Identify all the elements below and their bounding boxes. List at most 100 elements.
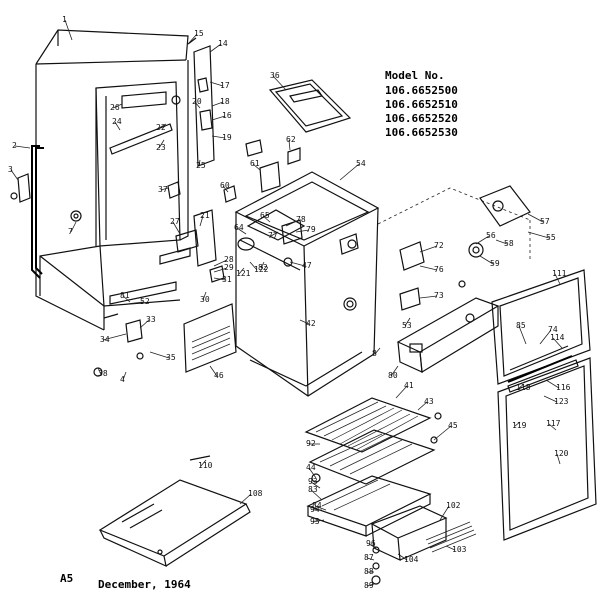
leader-line-80 xyxy=(390,365,399,377)
part-label-34: 34 xyxy=(100,335,110,344)
control-housing xyxy=(396,297,500,374)
part-label-20: 20 xyxy=(192,97,202,106)
part-label-95: 95 xyxy=(310,517,320,526)
part-label-62: 62 xyxy=(286,135,296,144)
leader-line-120 xyxy=(556,453,561,465)
cabinet-rails xyxy=(109,91,191,305)
leader-line-108 xyxy=(239,493,252,505)
part-label-119: 119 xyxy=(512,421,527,430)
leader-line-79 xyxy=(295,229,310,233)
part-label-102: 102 xyxy=(446,501,461,510)
part-label-120: 120 xyxy=(554,449,569,458)
part-label-93: 93 xyxy=(308,477,318,486)
drain-tube xyxy=(189,455,211,461)
part-label-2: 2 xyxy=(12,141,17,150)
part-label-30: 30 xyxy=(200,295,210,304)
leader-line-53 xyxy=(404,317,411,327)
small-fasteners xyxy=(311,412,442,585)
part-label-60: 60 xyxy=(220,181,230,190)
footer: A5 December, 1964 xyxy=(60,572,191,591)
leader-line-114 xyxy=(552,337,563,349)
coil-part xyxy=(425,521,477,553)
leader-line-123 xyxy=(543,395,558,403)
leader-line-116 xyxy=(545,379,560,389)
leader-line-81 xyxy=(122,295,131,303)
leader-line-73 xyxy=(419,295,438,299)
leader-line-38 xyxy=(97,367,102,375)
leader-line-29 xyxy=(213,267,228,273)
cabinet-shell xyxy=(35,29,189,331)
part-label-14: 14 xyxy=(218,39,228,48)
part-label-53: 53 xyxy=(402,321,412,330)
butter-compartment xyxy=(370,505,448,561)
part-label-59: 59 xyxy=(490,259,500,268)
part-label-16: 16 xyxy=(222,111,232,120)
part-label-94: 94 xyxy=(310,505,320,514)
part-label-38: 38 xyxy=(98,369,108,378)
part-label-15: 15 xyxy=(194,29,204,38)
part-label-31: 31 xyxy=(222,275,232,284)
leader-line-27 xyxy=(172,221,181,235)
part-label-103: 103 xyxy=(452,545,467,554)
leader-line-54 xyxy=(339,163,360,181)
part-label-36: 36 xyxy=(270,71,280,80)
top-cover xyxy=(268,79,352,133)
leader-line-37 xyxy=(160,187,169,191)
part-label-85: 85 xyxy=(516,321,526,330)
lower-grille xyxy=(183,303,237,373)
part-label-33: 33 xyxy=(146,315,156,324)
lower-hinge-bracket xyxy=(175,209,217,267)
part-label-27: 27 xyxy=(170,217,180,226)
part-label-7: 7 xyxy=(68,227,73,236)
leader-lines xyxy=(10,19,563,587)
part-label-92: 92 xyxy=(306,439,316,448)
leader-line-52 xyxy=(125,301,144,305)
model-heading: Model No. xyxy=(385,69,445,82)
leader-line-19 xyxy=(211,135,226,139)
leader-line-83 xyxy=(310,489,323,501)
part-label-80: 80 xyxy=(388,371,398,380)
leader-line-47 xyxy=(289,261,306,267)
part-label-73: 73 xyxy=(434,291,444,300)
part-label-84: 84 xyxy=(312,501,322,510)
leader-line-31 xyxy=(213,277,226,281)
leader-line-21 xyxy=(199,215,204,227)
leader-line-30 xyxy=(202,291,207,301)
leader-line-59 xyxy=(479,255,494,265)
part-label-104: 104 xyxy=(404,555,419,564)
leader-line-26 xyxy=(112,103,123,109)
leader-line-121 xyxy=(238,267,245,275)
part-label-83: 83 xyxy=(308,485,318,494)
upper-shelf xyxy=(304,397,432,453)
part-label-117: 117 xyxy=(546,419,561,428)
part-label-110: 110 xyxy=(198,461,213,470)
model-number-block: Model No. 106.6652500 106.6652510 106.66… xyxy=(385,69,458,139)
leader-line-20 xyxy=(194,101,201,109)
part-label-23: 23 xyxy=(156,143,166,152)
leader-line-14 xyxy=(209,43,222,53)
page-code: A5 xyxy=(60,572,73,585)
part-label-64: 64 xyxy=(234,223,244,232)
part-label-111: 111 xyxy=(552,269,567,278)
leader-line-3 xyxy=(10,169,19,181)
leader-line-78 xyxy=(285,219,300,227)
part-label-65: 65 xyxy=(260,211,270,220)
leader-line-8 xyxy=(374,347,381,355)
part-label-37: 37 xyxy=(158,185,168,194)
part-label-57: 57 xyxy=(540,217,550,226)
leader-line-96 xyxy=(368,543,377,549)
leader-line-36 xyxy=(272,75,287,91)
part-label-52: 52 xyxy=(140,297,150,306)
part-label-19: 19 xyxy=(222,133,232,142)
leader-line-17 xyxy=(209,81,224,87)
part-label-3: 3 xyxy=(8,165,13,174)
part-label-79: 79 xyxy=(306,225,316,234)
leader-line-58 xyxy=(495,239,508,245)
part-label-118: 118 xyxy=(516,383,531,392)
leader-line-84 xyxy=(314,505,327,511)
leader-line-55 xyxy=(527,231,550,239)
leader-line-16 xyxy=(211,115,226,121)
part-label-1: 1 xyxy=(62,15,67,24)
part-label-72: 72 xyxy=(434,241,444,250)
leader-line-103 xyxy=(445,545,456,551)
